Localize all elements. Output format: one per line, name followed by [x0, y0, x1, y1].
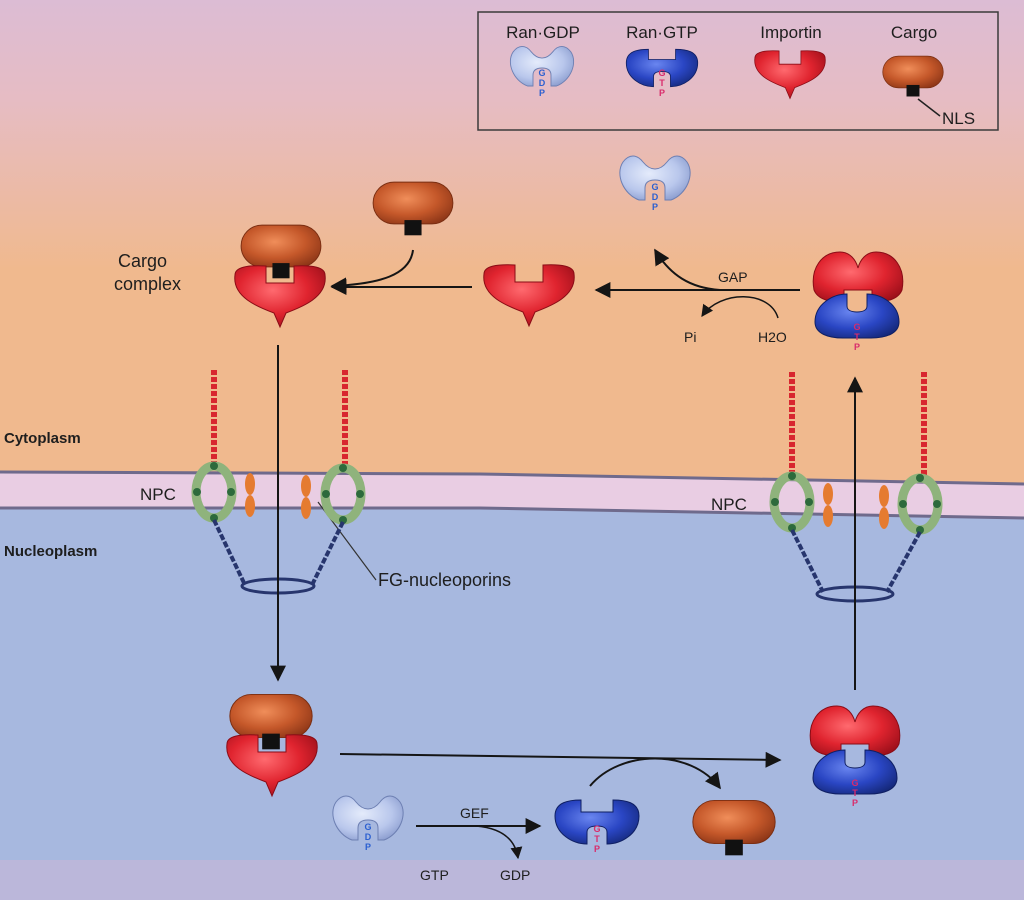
gdp-label: GDP [500, 867, 530, 883]
nucleotide-letter: T [594, 834, 600, 844]
nucleoplasm-region [0, 505, 1024, 900]
nucleotide-letter: P [539, 88, 545, 98]
nucleotide-letter: D [365, 832, 372, 842]
nucleotide-letter: P [659, 88, 665, 98]
bottom-complex-gtp-letters: GTP [851, 778, 858, 808]
legend-importin-label: Importin [760, 23, 821, 42]
npc-right-label: NPC [711, 495, 747, 514]
legend-box [477, 11, 999, 131]
cytoplasm-region [0, 0, 1024, 490]
nucleotide-letter: P [854, 342, 860, 352]
nucleotide-letter: G [364, 822, 371, 832]
npc-right [769, 372, 943, 603]
nucleotide-letter: T [854, 332, 860, 342]
nucleotide-letter: G [593, 824, 600, 834]
legend: Ran·GDP Ran·GTP Importin Cargo NLS [477, 11, 999, 131]
gap-label: GAP [718, 269, 748, 285]
cytoplasm-label: Cytoplasm [4, 430, 81, 447]
nucleotide-letter: D [539, 78, 546, 88]
nucleotide-letter: G [538, 68, 545, 78]
arrow-hydrolysis [701, 296, 779, 319]
top-complex-gtp-letters: GTP [853, 322, 860, 352]
nucleoplasm-label: Nucleoplasm [4, 543, 97, 560]
cargo-complex-label-line2: complex [114, 274, 181, 294]
nucleotide-letter: P [852, 798, 858, 808]
arrow-cargo-binding [330, 249, 414, 294]
fg-nucleoporins-label: FG-nucleoporins [378, 570, 511, 590]
arrow-cargo-release [589, 757, 721, 790]
legend-cargo-label: Cargo [891, 23, 937, 42]
legend-ran-gdp-label: Ran·GDP [506, 23, 580, 42]
nuclear-gdp-letters: GDP [364, 822, 371, 852]
h2o-label: H2O [758, 329, 787, 345]
legend-gdp-letters: GDP [538, 68, 545, 98]
released-gdp-letters: GDP [651, 182, 658, 212]
arrow-ran-gdp-release [654, 248, 721, 291]
arrow-ran-gtp-binding [339, 751, 782, 768]
arrow-gdp-release [475, 825, 523, 860]
nucleotide-letter: G [651, 182, 658, 192]
gef-label: GEF [460, 805, 489, 821]
legend-gtp-letters: GTP [658, 68, 665, 98]
nucleotide-letter: P [365, 842, 371, 852]
cargo-complex-label-line1: Cargo [118, 251, 167, 271]
nucleotide-letter: P [594, 844, 600, 854]
npc-left-label: NPC [140, 485, 176, 504]
npc-left [191, 370, 366, 595]
legend-nls-label: NLS [942, 109, 975, 128]
nucleotide-letter: P [652, 202, 658, 212]
nucleotide-letter: G [658, 68, 665, 78]
nuclear-gtp-letters: GTP [593, 824, 600, 854]
pi-label: Pi [684, 329, 696, 345]
nucleotide-letter: D [652, 192, 659, 202]
nucleotide-letter: T [659, 78, 665, 88]
nucleotide-letter: T [852, 788, 858, 798]
nucleotide-letter: G [853, 322, 860, 332]
gtp-label: GTP [420, 867, 449, 883]
legend-ran-gtp-label: Ran·GTP [626, 23, 698, 42]
arrows [270, 248, 863, 860]
nucleotide-letter: G [851, 778, 858, 788]
